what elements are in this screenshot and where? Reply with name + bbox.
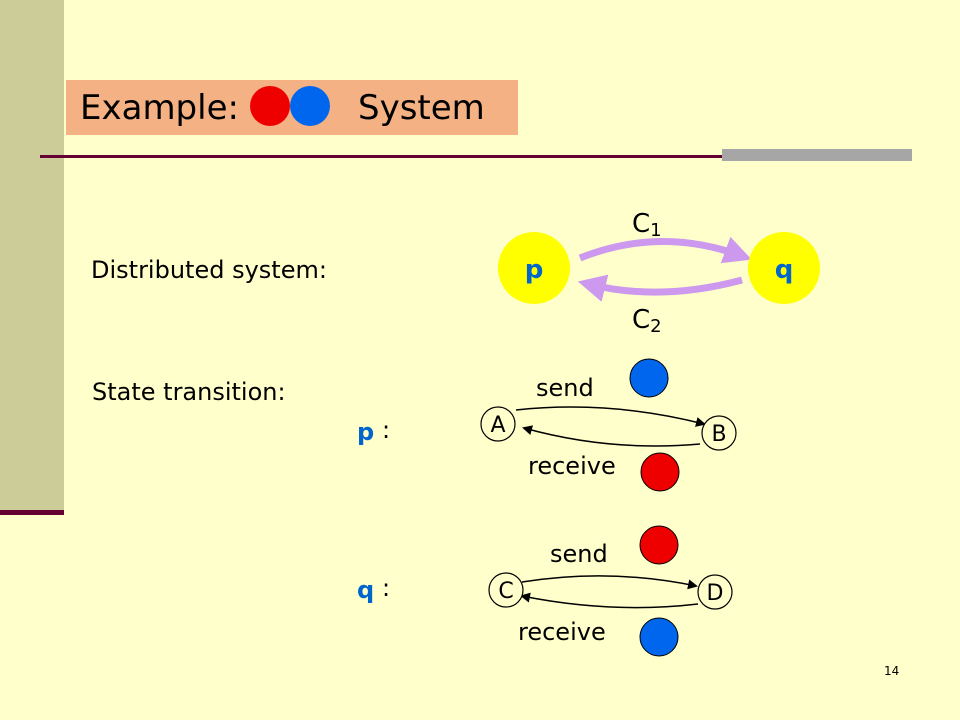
title-example-label: Example: [80, 88, 239, 128]
channel-c1-label: C1 [632, 209, 662, 241]
process-p-label: p [525, 255, 544, 285]
state-transition-label: State transition: [92, 378, 286, 406]
title-blue-message-dot [290, 86, 330, 126]
title-underline-accent [722, 149, 912, 161]
channel-c1-letter: C [632, 209, 650, 239]
q-receive-blue-message-dot [639, 617, 679, 657]
state-d-node [697, 574, 733, 610]
state-c-label: C [498, 579, 513, 604]
left-decorative-band [0, 0, 64, 510]
q-process-label: q [357, 576, 375, 604]
title-red-message-dot [250, 86, 290, 126]
p-receive-red-message-dot [640, 452, 680, 492]
p-receive-transition-arrow [522, 425, 701, 447]
state-a-node [480, 406, 516, 442]
q-receive-label: receive [518, 618, 606, 646]
distributed-system-label: Distributed system: [91, 256, 327, 284]
p-process-colon: : [382, 416, 391, 444]
process-p-node [498, 232, 570, 304]
p-send-transition-arrow [515, 406, 706, 427]
state-b-node [701, 415, 737, 451]
q-send-label: send [550, 540, 608, 568]
p-process-label: p [357, 418, 375, 446]
process-q-node [748, 232, 820, 304]
title-underline [40, 155, 912, 158]
page-number: 14 [884, 664, 900, 678]
q-process-colon: : [382, 574, 391, 602]
channel-c2-subscript: 2 [650, 316, 661, 337]
state-a-label: A [490, 413, 505, 438]
channel-c1-arrow [578, 236, 752, 264]
p-send-label: send [536, 374, 594, 402]
q-send-transition-arrow [521, 575, 698, 590]
state-c-node [488, 572, 524, 608]
left-band-rule [0, 510, 64, 515]
channel-c2-letter: C [632, 305, 650, 335]
channel-c1-subscript: 1 [650, 220, 661, 241]
channel-c2-arrow [577, 274, 743, 302]
q-send-red-message-dot [639, 525, 679, 565]
channel-c2-label: C2 [632, 305, 662, 337]
state-d-label: D [707, 581, 724, 606]
p-receive-label: receive [528, 452, 616, 480]
state-b-label: B [711, 422, 726, 447]
p-send-blue-message-dot [629, 358, 669, 398]
title-system-label: System [358, 88, 485, 128]
process-q-label: q [775, 255, 794, 285]
q-receive-transition-arrow [520, 592, 699, 609]
